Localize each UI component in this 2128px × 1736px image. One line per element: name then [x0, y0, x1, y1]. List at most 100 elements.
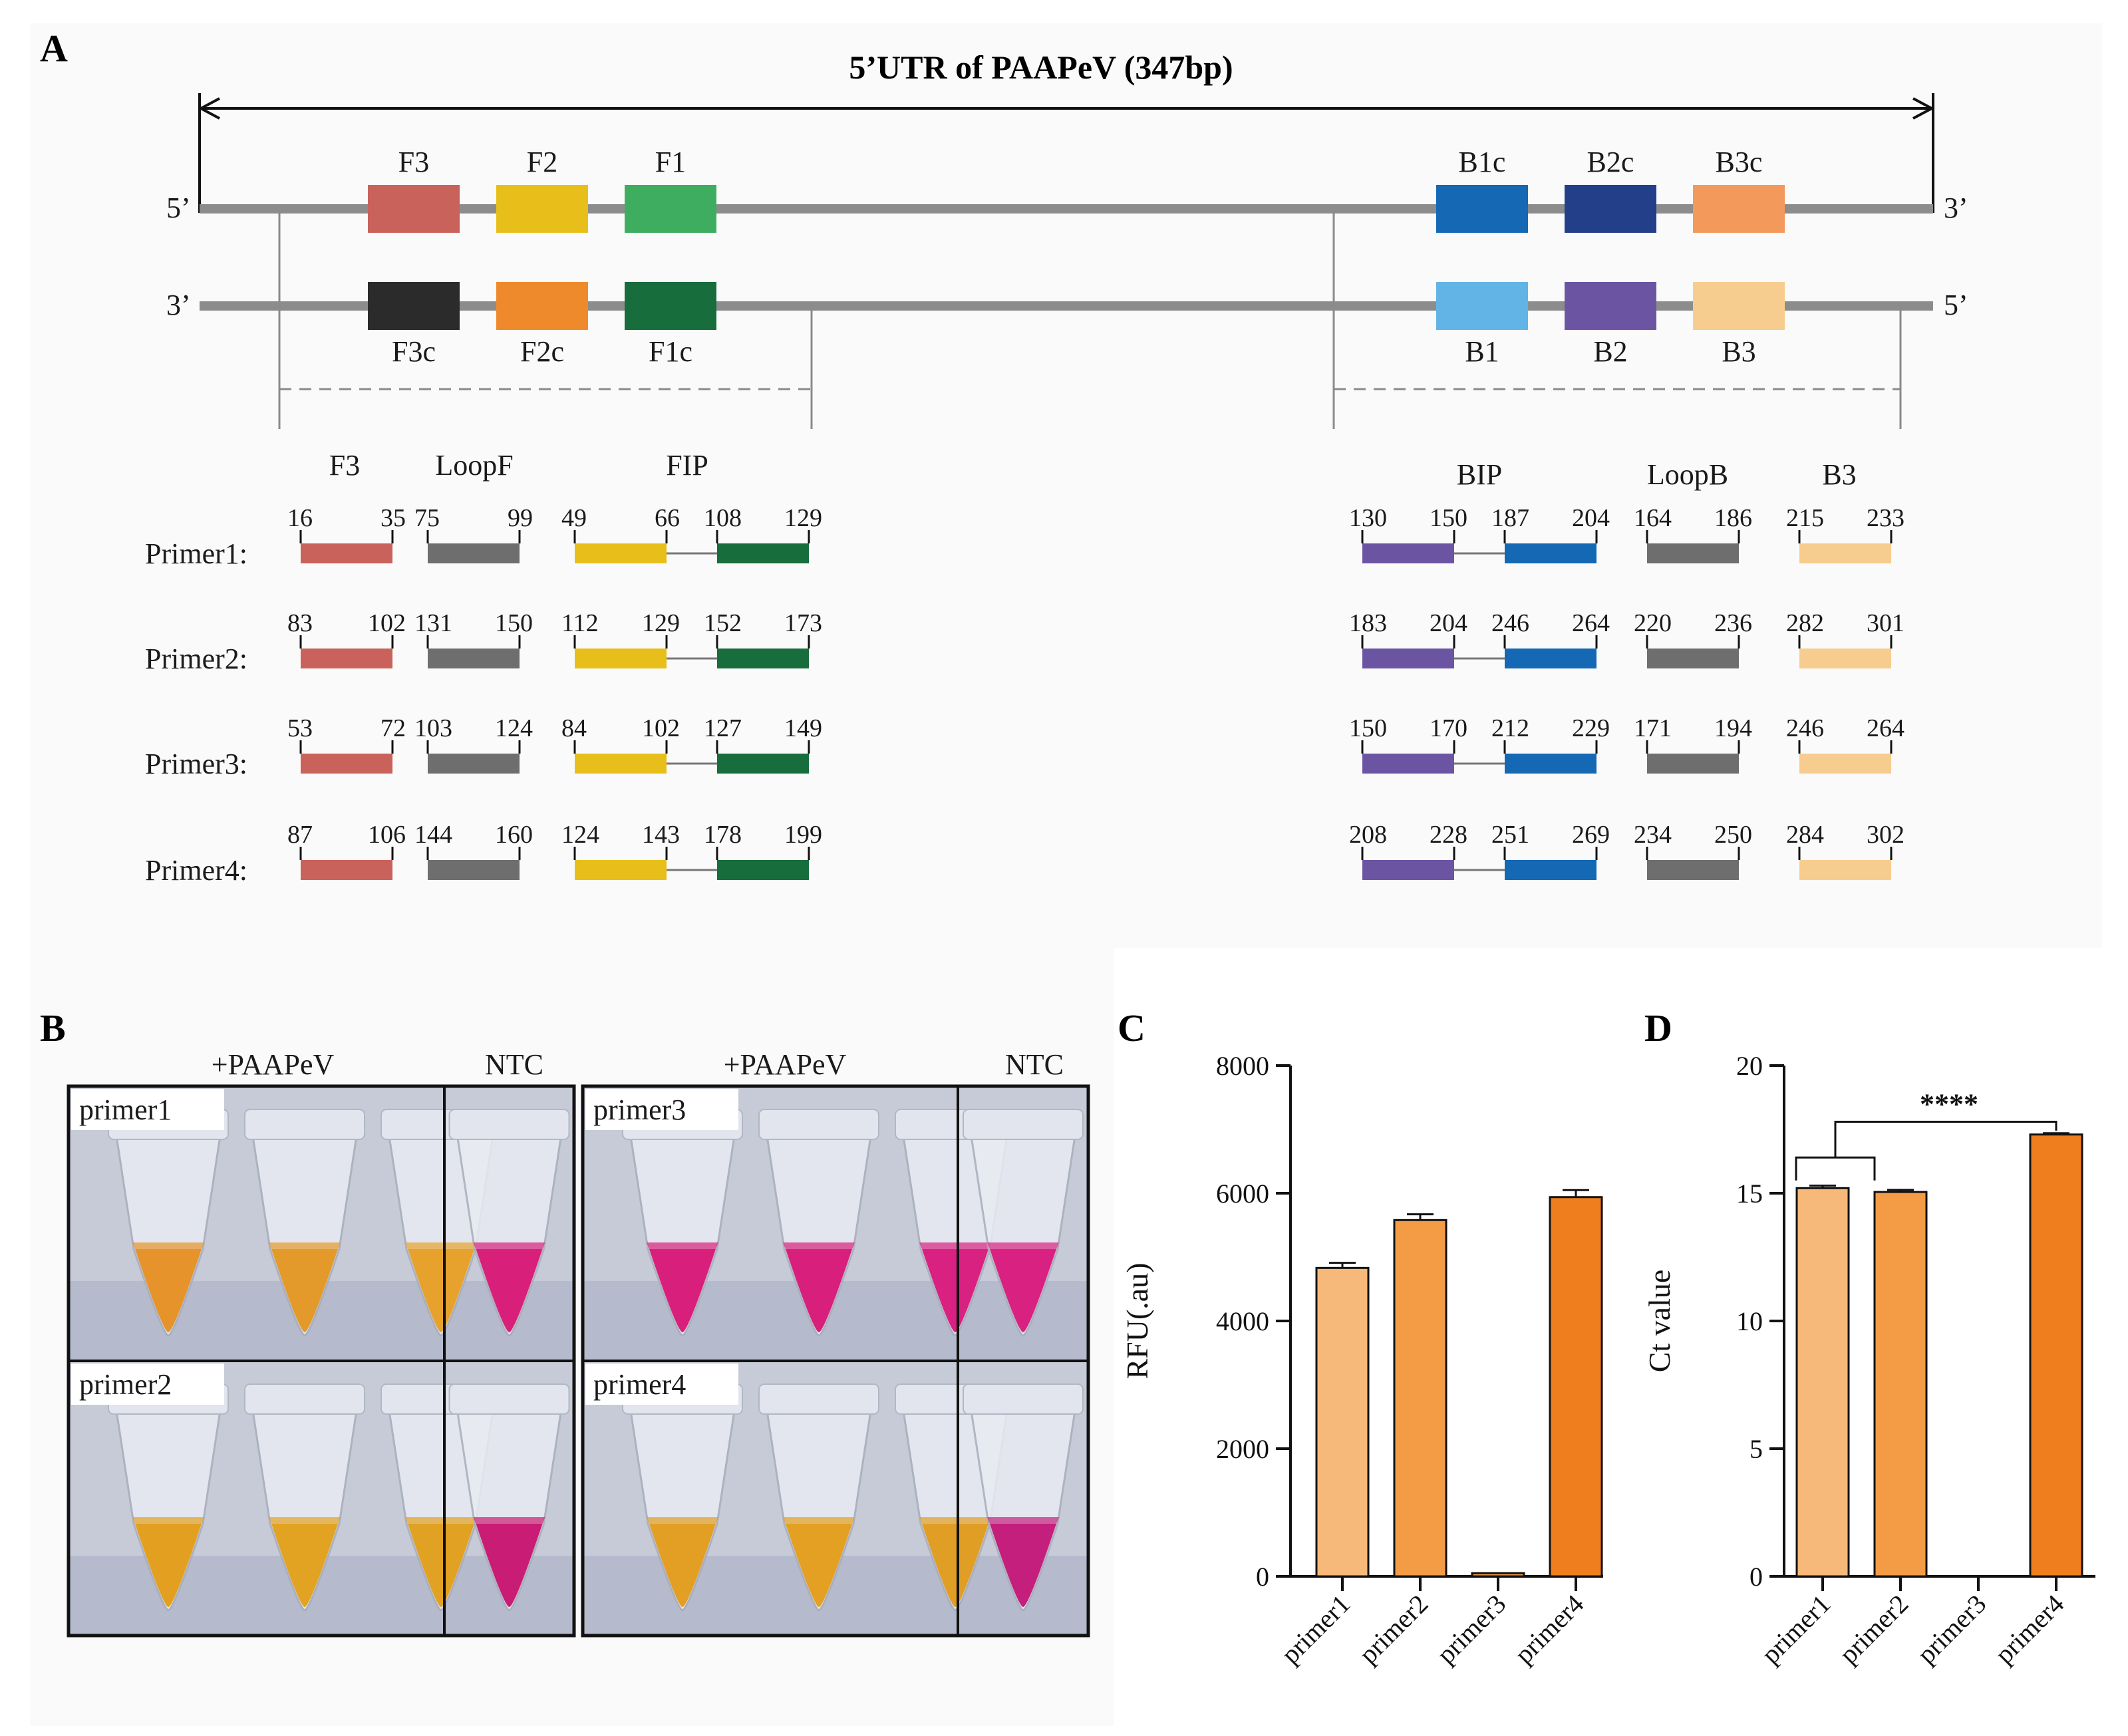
- f3-primer: [301, 543, 392, 563]
- top-region-label: B3c: [1716, 146, 1763, 178]
- tube-body: [456, 1409, 563, 1612]
- fip-f2-segment-start: 49: [561, 504, 587, 532]
- tube-body: [115, 1409, 222, 1612]
- loopb-primer-end: 250: [1714, 821, 1752, 849]
- fip-f1c-segment: [717, 649, 809, 668]
- bip-b1c-segment-end: 228: [1430, 821, 1467, 849]
- b3-primer: [1799, 754, 1891, 774]
- tube-liquid-top: [783, 1517, 855, 1524]
- tile-label: primer2: [79, 1368, 172, 1401]
- y-tick-label: 20: [1736, 1051, 1763, 1081]
- tube-liquid: [476, 1524, 543, 1607]
- tube-rim: [448, 1383, 570, 1415]
- tube-liquid-top: [647, 1517, 718, 1524]
- bip-b2-segment: [1505, 543, 1596, 563]
- fip-f1c-segment-start: 108: [704, 504, 742, 532]
- top-region-f3: [368, 185, 460, 233]
- f3-primer-start: 53: [287, 714, 313, 742]
- tube-liquid-top: [269, 1242, 341, 1249]
- tile-label: primer4: [593, 1368, 686, 1401]
- tube-liquid-top: [269, 1517, 341, 1524]
- bip-b1c-segment-end: 150: [1430, 504, 1467, 532]
- y-axis-label: RFU(.au): [1120, 1262, 1154, 1379]
- header-ntc-right: NTC: [1005, 1048, 1064, 1081]
- top-region-label: F1: [655, 146, 686, 178]
- top-region-b3c: [1693, 185, 1785, 233]
- bip-b1c-segment-end: 170: [1430, 714, 1467, 742]
- tube-liquid: [135, 1249, 202, 1332]
- bip-b1c-segment-start: 130: [1349, 504, 1387, 532]
- tile-label-bg: [71, 1364, 224, 1405]
- fip-f2-segment: [575, 754, 667, 774]
- loopb-primer-start: 164: [1634, 504, 1672, 532]
- y-tick-label: 4000: [1216, 1306, 1269, 1336]
- bottom-region-b3: [1693, 282, 1785, 330]
- bip-b2-segment-end: 204: [1572, 504, 1610, 532]
- bottom-region-label: F2c: [520, 335, 564, 368]
- bottom-region-label: B2: [1593, 335, 1627, 368]
- fip-f1c-segment-end: 173: [784, 609, 822, 637]
- top-region-label: B2c: [1587, 146, 1634, 178]
- bar-primer2: [1873, 1191, 1928, 1578]
- tube-body: [251, 1409, 358, 1612]
- loopb-primer-start: 234: [1634, 821, 1672, 849]
- bottom-region-label: F1c: [649, 335, 692, 368]
- tube-liquid: [135, 1524, 202, 1607]
- b3-primer-end: 264: [1867, 714, 1904, 742]
- tube-body: [970, 1409, 1076, 1612]
- tube-liquid-top: [647, 1242, 718, 1249]
- strand-end-top-right: 3’: [1944, 192, 1968, 224]
- fip-f2-segment: [575, 860, 667, 880]
- loopb-primer: [1647, 543, 1739, 563]
- tube-liquid-top: [987, 1517, 1059, 1524]
- tube-body: [629, 1135, 736, 1337]
- bottom-region-label: F3c: [392, 335, 436, 368]
- fip-f1c-segment-start: 178: [704, 821, 742, 849]
- f3-primer-start: 16: [287, 504, 313, 532]
- top-region-label: F3: [398, 146, 429, 178]
- tube-body: [115, 1135, 222, 1337]
- panel-a-title: 5’UTR of PAAPeV (347bp): [849, 49, 1233, 86]
- bar-primer1: [1795, 1187, 1850, 1578]
- bip-b2-segment-start: 187: [1491, 504, 1529, 532]
- f3-primer-end: 106: [368, 821, 406, 849]
- y-tick-label: 5: [1749, 1434, 1763, 1464]
- fip-f1c-segment-end: 199: [784, 821, 822, 849]
- fip-f2-segment-start: 84: [561, 714, 587, 742]
- fip-f2-segment-end: 102: [642, 714, 680, 742]
- top-region-b2c: [1565, 185, 1656, 233]
- loopb-primer-end: 236: [1714, 609, 1752, 637]
- b3-primer-end: 301: [1867, 609, 1904, 637]
- tube-body: [766, 1409, 872, 1612]
- f3-primer-end: 35: [380, 504, 406, 532]
- bip-b2-segment-end: 269: [1572, 821, 1610, 849]
- tube-body: [251, 1135, 358, 1337]
- tube-liquid-top: [919, 1242, 991, 1249]
- loopf-primer-start: 144: [414, 821, 452, 849]
- primer-set-name: Primer1:: [145, 537, 247, 570]
- bottom-region-b1: [1436, 282, 1528, 330]
- y-tick-label: 10: [1736, 1306, 1763, 1336]
- tube-liquid: [649, 1249, 716, 1332]
- b3-primer: [1799, 543, 1891, 563]
- bip-b1c-segment-start: 183: [1349, 609, 1387, 637]
- fip-f2-segment-start: 124: [561, 821, 599, 849]
- fip-f1c-segment-end: 149: [784, 714, 822, 742]
- tube-liquid: [922, 1524, 988, 1607]
- b3-primer-start: 284: [1786, 821, 1824, 849]
- top-region-b1c: [1436, 185, 1528, 233]
- tube-rim: [244, 1109, 365, 1140]
- loopf-primer-start: 103: [414, 714, 452, 742]
- fip-f2-segment-end: 143: [642, 821, 680, 849]
- f3-primer-end: 102: [368, 609, 406, 637]
- panel-letter-c: C: [1118, 1006, 1145, 1050]
- tube-rim: [758, 1383, 879, 1415]
- bottom-region-label: B1: [1465, 335, 1499, 368]
- bip-b2-segment: [1505, 754, 1596, 774]
- y-tick-label: 15: [1736, 1179, 1763, 1209]
- header-loopb: LoopB: [1647, 458, 1728, 491]
- top-region-f1: [625, 185, 716, 233]
- bip-b2-segment-end: 264: [1572, 609, 1610, 637]
